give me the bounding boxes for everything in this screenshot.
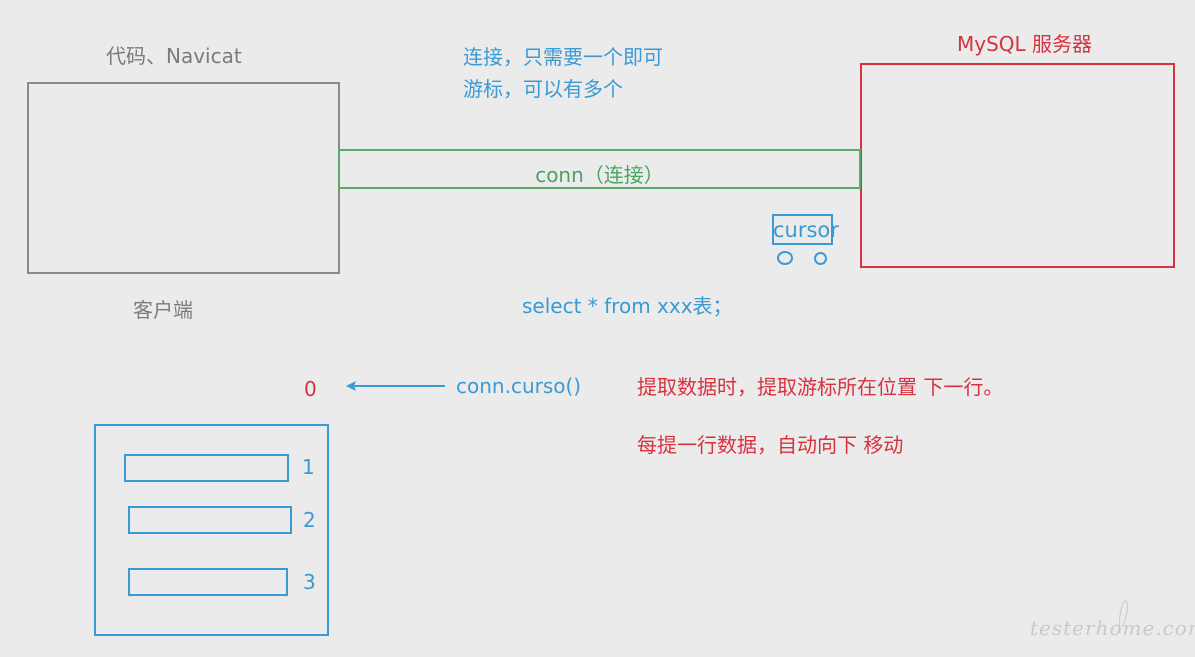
- result-row-number: 1: [302, 455, 315, 479]
- result-row: [128, 506, 292, 534]
- client-caption: 客户端: [133, 298, 193, 322]
- result-row-number: 2: [303, 508, 316, 532]
- note-cursor: 游标，可以有多个: [463, 77, 623, 101]
- connection-pipe: conn（连接）: [338, 149, 861, 189]
- cursor-position: 0: [304, 377, 317, 401]
- result-row-number: 3: [303, 570, 316, 594]
- server-title: MySQL 服务器: [957, 32, 1093, 56]
- note-connection: 连接，只需要一个即可: [463, 45, 663, 69]
- watermark-logo: testerhome.com: [1030, 600, 1195, 640]
- result-row: [124, 454, 289, 482]
- result-row: [128, 568, 288, 596]
- arrow-left-icon: [346, 381, 445, 391]
- fetch-note-2: 每提一行数据，自动向下 移动: [637, 433, 904, 457]
- cursor-label: cursor: [773, 218, 839, 242]
- server-box: [860, 63, 1175, 268]
- result-set-box: [94, 424, 329, 636]
- cart-wheel-right: [814, 252, 827, 265]
- client-box: [27, 82, 340, 274]
- cursor-cart-body: [772, 214, 833, 245]
- fetch-note-1: 提取数据时，提取游标所在位置 下一行。: [637, 375, 1004, 399]
- client-title: 代码、Navicat: [106, 44, 242, 68]
- cursor-call-code: conn.curso(): [456, 374, 582, 398]
- cart-wheel-left: [777, 251, 793, 265]
- connection-label: conn（连接）: [535, 163, 664, 187]
- sql-query: select * from xxx表；: [522, 294, 733, 318]
- watermark-text: testerhome.com: [1030, 616, 1195, 640]
